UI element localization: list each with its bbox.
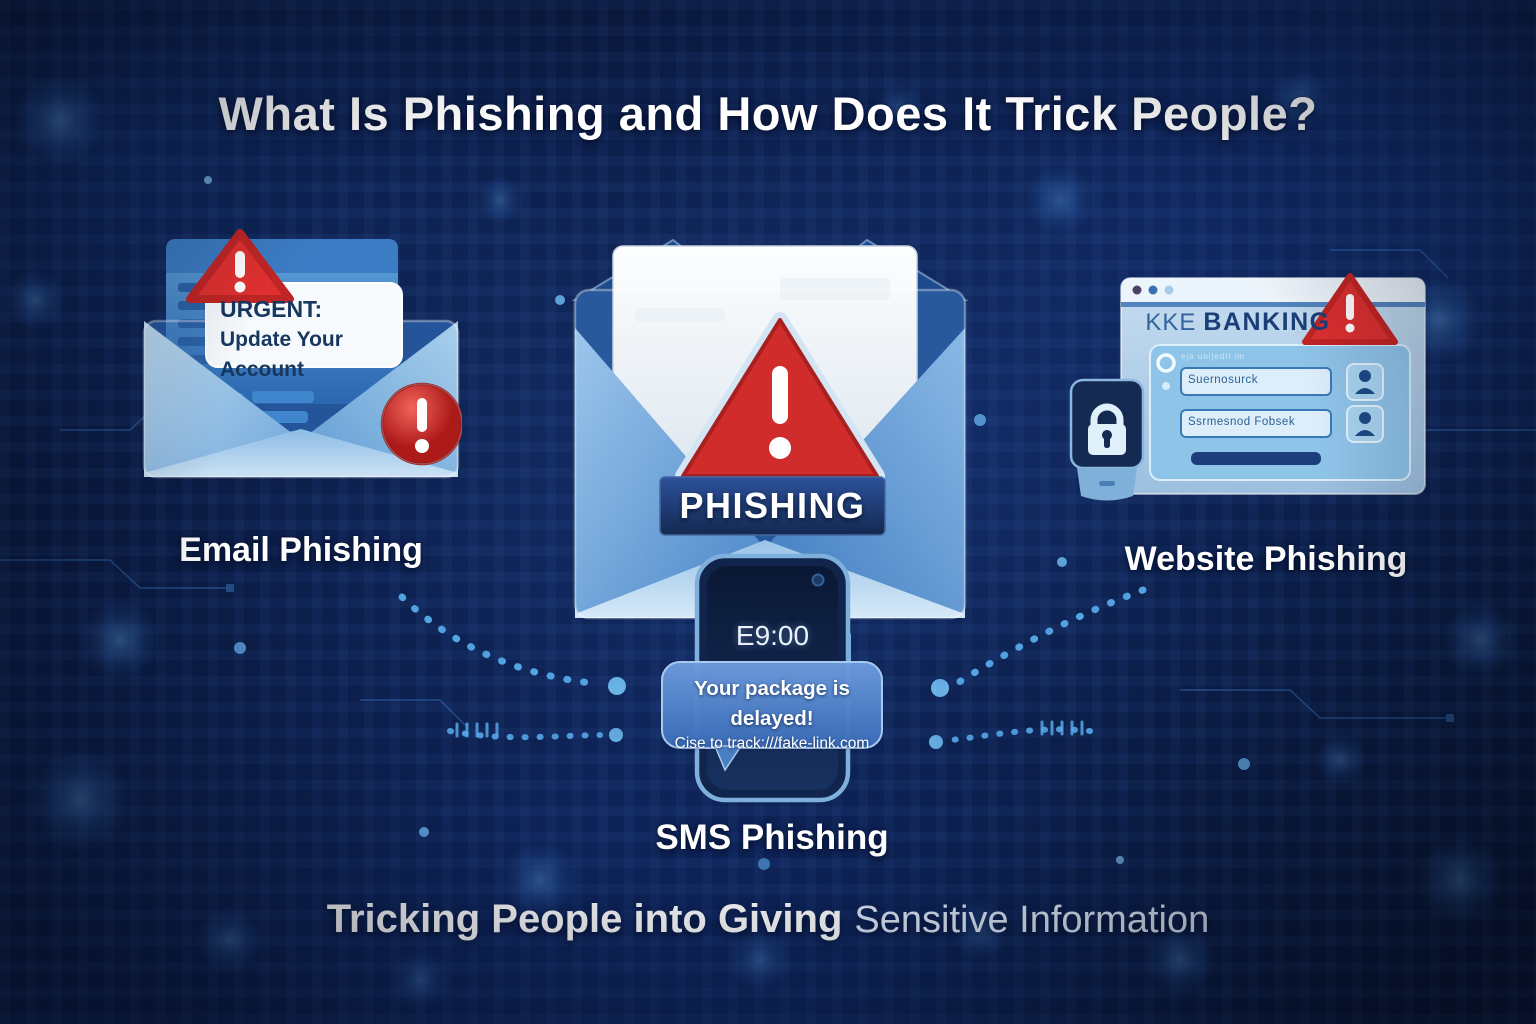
phishing-banner-text: PHISHING — [679, 485, 866, 526]
lock-device — [1069, 378, 1145, 501]
alert-circle-icon — [380, 382, 462, 466]
sms-line1: Your package is delayed! — [694, 677, 850, 730]
sms-message: Your package is delayed! Cise to track:/… — [668, 674, 876, 756]
tagline-emphasis: Tricking People into Giving — [326, 897, 843, 941]
password-field-text: Ssrmesnod Fobsek — [1188, 416, 1296, 428]
urgent-line2: Update Your Account — [220, 328, 343, 381]
submit-bar — [1191, 452, 1321, 465]
username-field-text: Suernosurck — [1188, 374, 1259, 386]
login-form — [1149, 344, 1411, 481]
urgent-line1: URGENT: — [220, 296, 323, 322]
tagline-rest: Sensitive Information — [854, 899, 1210, 941]
sms-phishing-label: SMS Phishing — [655, 818, 889, 857]
window-dots-icon — [1132, 285, 1174, 295]
urgent-banner-text: URGENT: Update Your Account — [220, 293, 410, 384]
website-phishing-label: Website Phishing — [1124, 540, 1408, 578]
camera-icon — [811, 573, 825, 587]
form-hint-text: eja unijedtl im — [1181, 352, 1245, 361]
phone-time: E9:00 — [735, 620, 810, 651]
bank-name: BANKING — [1203, 308, 1331, 336]
fake-banking-site-illustration — [1069, 273, 1426, 501]
center-phishing-graphic: PHISHING E9:00 Your package is delayed! … — [555, 128, 975, 828]
email-phishing-label: Email Phishing — [179, 531, 423, 569]
user-button-2 — [1346, 405, 1384, 443]
tagline: Tricking People into Giving Sensitive Inf… — [0, 897, 1536, 942]
user-button-1 — [1346, 363, 1384, 401]
dotted-connector-right-upper — [952, 586, 1147, 688]
email-graphic: URGENT: Update Your Account — [140, 225, 462, 505]
sms-line2: Cise to track:///fake-link.com — [674, 735, 870, 753]
bank-logo: KKE — [1145, 309, 1197, 336]
